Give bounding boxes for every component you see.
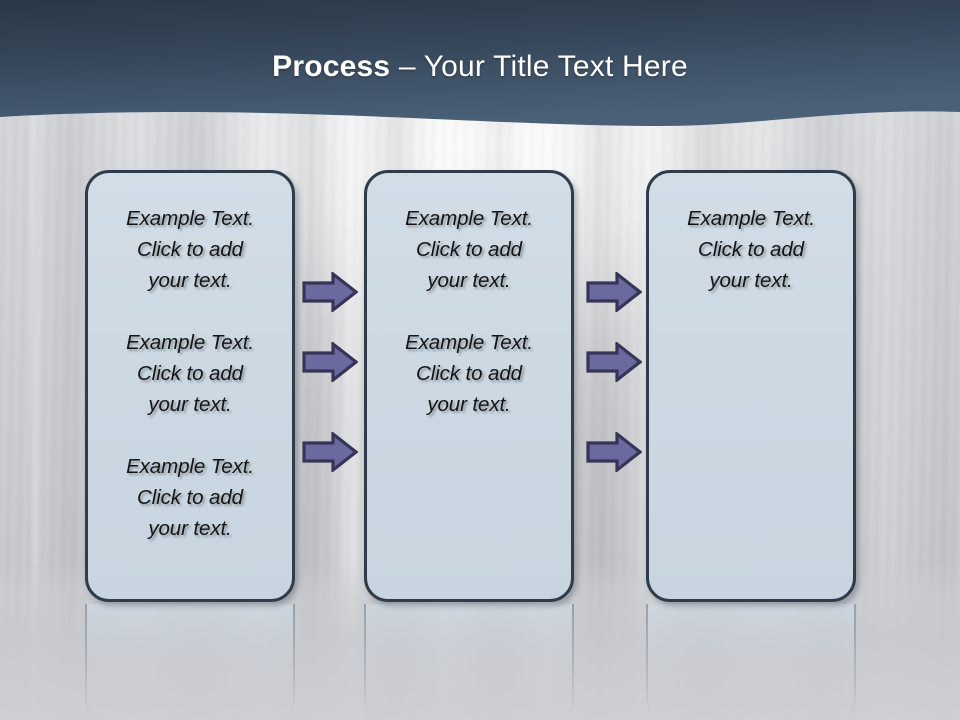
page-title-rest: Your Title Text Here [423,50,688,83]
page-title-separator: – [390,50,424,83]
right-arrow-icon [586,432,642,472]
process-step-1[interactable]: Example Text. Click to add your text. Exa… [85,170,295,602]
page-title-emphasis: Process [272,50,391,83]
process-step-3-reflection [646,604,856,720]
process-step-paragraph: Example Text. Click to add your text. [126,331,254,416]
right-arrow-icon [586,342,642,382]
header-banner [0,0,960,140]
right-arrow-icon [586,272,642,312]
right-arrow-icon [302,342,358,382]
process-step-paragraph: Example Text. Click to add your text. [405,207,533,292]
process-step-2[interactable]: Example Text. Click to add your text. Exa… [364,170,574,602]
process-step-paragraph: Example Text. Click to add your text. [687,207,815,292]
process-step-2-reflection [364,604,574,720]
process-step-3[interactable]: Example Text. Click to add your text. [646,170,856,602]
process-step-paragraph: Example Text. Click to add your text. [126,455,254,540]
right-arrow-icon [302,432,358,472]
process-step-paragraph: Example Text. Click to add your text. [405,331,533,416]
process-step-paragraph: Example Text. Click to add your text. [126,207,254,292]
right-arrow-icon [302,272,358,312]
page-title: Process – Your Title Text Here [0,50,960,84]
process-step-1-reflection [85,604,295,720]
